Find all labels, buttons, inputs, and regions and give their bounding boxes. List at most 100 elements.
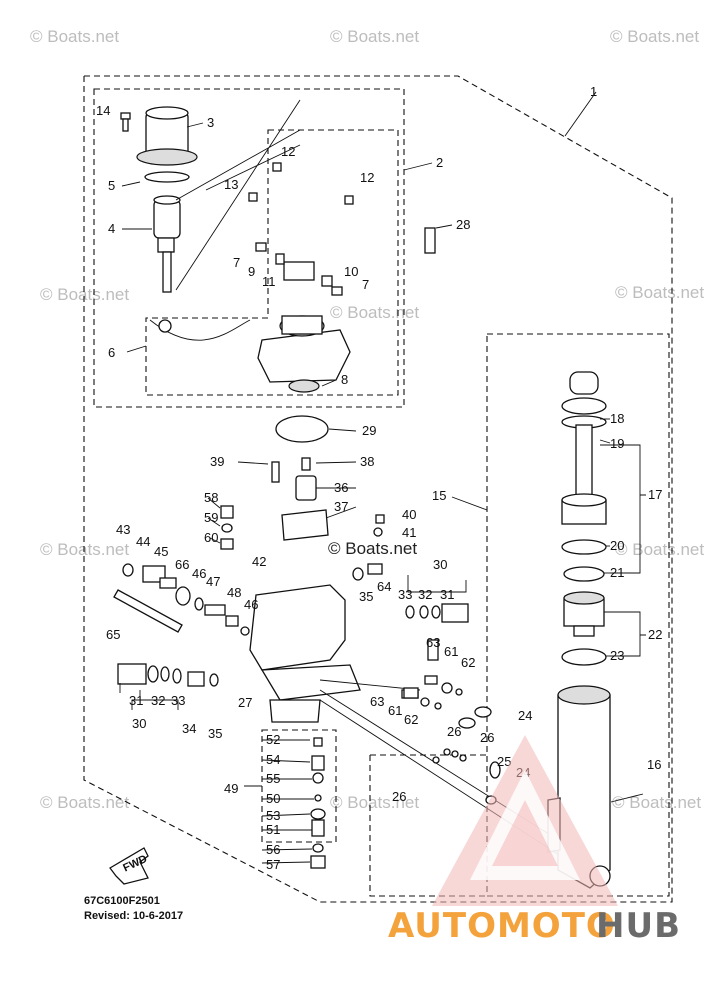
watermark: © Boats.net [330,303,419,322]
fwd-arrow-icon: FWD [109,847,149,885]
callout-label: 34 [182,721,196,736]
manifold [249,584,591,876]
callout-label: 55 [266,771,280,786]
callouts: 1 2 3 4 5 6 7 7 8 9 10 11 12 12 13 14 15… [96,84,662,872]
callout-label: 1 [590,84,597,99]
callout-label: 28 [456,217,470,232]
callout-label: 15 [432,488,446,503]
callout-label: 23 [610,648,624,663]
callout-label: 45 [154,544,168,559]
watermark: © Boats.net [330,793,419,812]
callout-label: 36 [334,480,348,495]
callout-label: 22 [648,627,662,642]
callout-label: 56 [266,842,280,857]
callout-label: 61 [444,644,458,659]
brand-right-text: HUB [596,906,681,946]
watermark: © Boats.net [330,27,419,46]
callout-label: 26 [447,724,461,739]
callout-label: 46 [244,597,258,612]
callout-label: 49 [224,781,238,796]
callout-label: 65 [106,627,120,642]
callout-label: 46 [192,566,206,581]
callout-label: 61 [388,703,402,718]
o-ring-23 [561,648,607,666]
callout-label: 60 [204,530,218,545]
watermark: © Boats.net [30,27,119,46]
callout-label: 35 [208,726,222,741]
callout-label: 66 [175,557,189,572]
callout-label: 48 [227,585,241,600]
callout-label: 30 [433,557,447,572]
center-watermark: © Boats.net [328,539,417,558]
callout-label: 5 [108,178,115,193]
callout-label: 33 [171,693,185,708]
callout-label: 53 [266,808,280,823]
brand-left-text: AUTOMOTO [388,906,616,946]
spring-parts [220,505,439,699]
callout-label: 32 [151,693,165,708]
callout-label: 51 [266,822,280,837]
callout-label: 52 [266,732,280,747]
callout-label: 58 [204,490,218,505]
callout-label: 8 [341,372,348,387]
callout-label: 63 [370,694,384,709]
callout-label: 62 [404,712,418,727]
o-ring-20 [561,539,607,555]
watermark: © Boats.net [610,27,699,46]
callout-label: 41 [402,525,416,540]
motor [136,106,198,183]
motor-assembly-box [93,88,405,408]
callout-label: 37 [334,499,348,514]
pump-assembly-box [145,129,399,396]
callout-label: 26 [480,730,494,745]
callout-label: 7 [362,277,369,292]
callout-label: 12 [281,144,295,159]
callout-label: 40 [402,507,416,522]
side-valve-parts [122,563,250,636]
callout-label: 2 [436,155,443,170]
callout-label: 6 [108,345,115,360]
callout-label: 62 [461,655,475,670]
callout-label: 43 [116,522,130,537]
armature [153,195,181,293]
callout-label: 26 [392,789,406,804]
callout-label: 3 [207,115,214,130]
callout-label: 29 [362,423,376,438]
callout-label: 21 [610,565,624,580]
callout-label: 59 [204,510,218,525]
screw-14 [120,112,131,132]
cylinder-extension-box [369,754,487,897]
callout-label: 14 [96,103,110,118]
o-ring-21 [563,566,605,582]
callout-label: 7 [233,255,240,270]
callout-label: 42 [252,554,266,569]
leader-lines [119,91,646,864]
callout-label: 9 [248,264,255,279]
callout-label: 64 [377,579,391,594]
watermark: © Boats.net [612,793,701,812]
cylinder-cap [563,591,605,637]
callout-label: 16 [647,757,661,772]
watermark: © Boats.net [615,540,704,559]
callout-label: 30 [132,716,146,731]
watermark: © Boats.net [615,283,704,302]
callout-label: 38 [360,454,374,469]
long-bolt [113,589,183,633]
callout-label: 47 [206,574,220,589]
callout-label: 24 [518,708,532,723]
pump [149,99,436,393]
gasket [275,415,329,443]
callout-label: 10 [344,264,358,279]
automotohub-logo: AUTOMOTO HUB [388,735,681,946]
callout-label: 11 [262,274,276,289]
callout-label: 32 [418,587,432,602]
watermark: © Boats.net [40,285,129,304]
callout-label: 35 [359,589,373,604]
watermark: © Boats.net [40,793,129,812]
callout-label: 54 [266,752,280,767]
callout-label: 12 [360,170,374,185]
callout-label: 13 [224,177,238,192]
diagram-code: 67C6100F2501 [84,895,160,907]
valve-column [310,737,326,869]
